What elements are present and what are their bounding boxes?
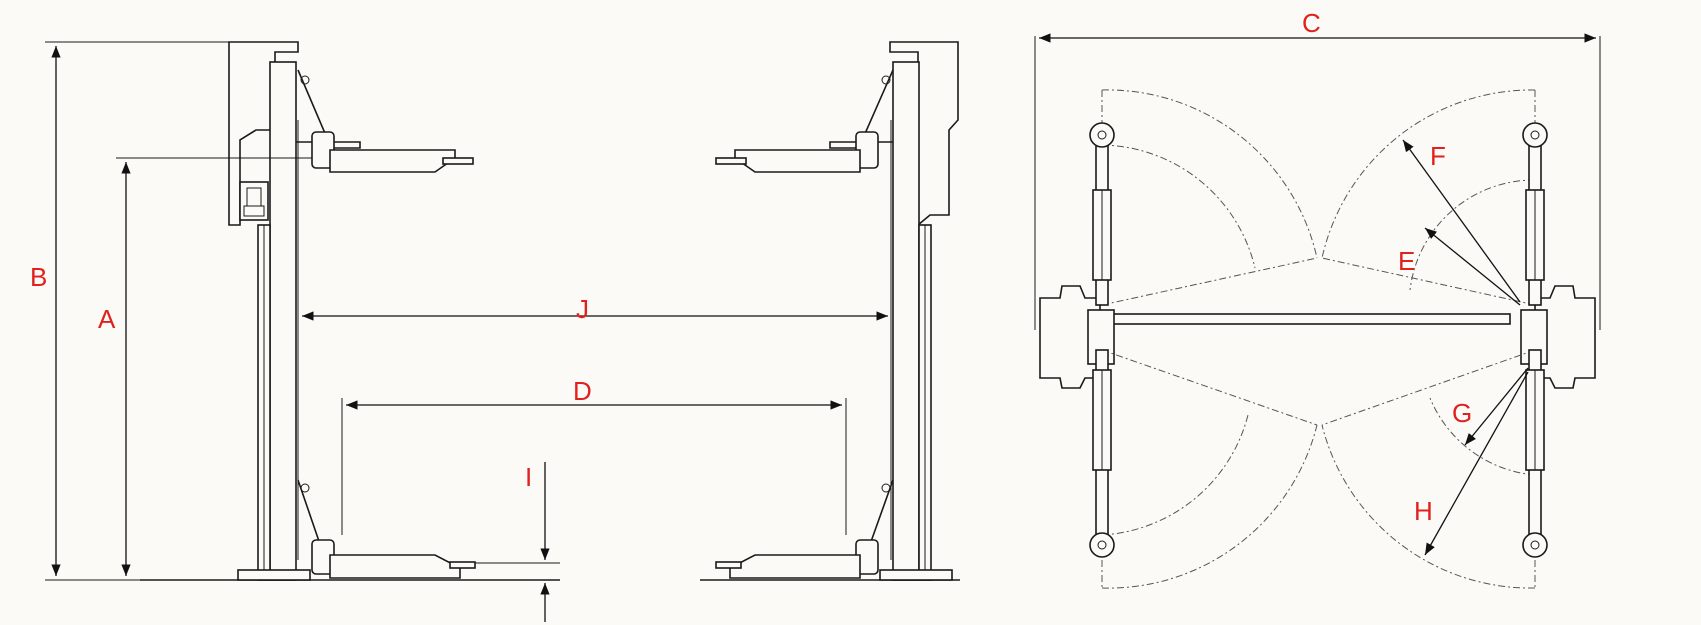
right-column bbox=[879, 41, 959, 581]
left-column bbox=[228, 41, 311, 581]
arm-swing-arcs bbox=[1101, 89, 1536, 589]
label-e: E bbox=[1398, 246, 1415, 276]
dimension-h-line bbox=[1424, 371, 1529, 556]
raised-lift-arm-right bbox=[715, 69, 894, 173]
label-b: B bbox=[30, 262, 47, 292]
label-f: F bbox=[1430, 141, 1446, 171]
plan-arm-left-lower bbox=[1089, 349, 1115, 558]
label-d: D bbox=[573, 376, 592, 406]
lowered-lift-arm-left bbox=[297, 479, 476, 579]
dimension-g-line bbox=[1464, 367, 1529, 446]
label-h: H bbox=[1414, 496, 1433, 526]
plan-arm-left-upper bbox=[1089, 122, 1115, 306]
label-i: I bbox=[525, 462, 532, 492]
plan-arm-right-lower bbox=[1522, 349, 1548, 558]
label-g: G bbox=[1452, 398, 1472, 428]
dimension-f-line bbox=[1402, 139, 1521, 303]
plan-arm-right-upper bbox=[1522, 122, 1548, 306]
raised-lift-arm-left bbox=[296, 69, 474, 173]
power-unit bbox=[239, 181, 269, 221]
label-j: J bbox=[576, 294, 589, 324]
side-elevation-view: B A J D I bbox=[30, 41, 960, 622]
dimension-e-line bbox=[1424, 227, 1521, 306]
top-plan-view: C bbox=[1034, 8, 1601, 589]
label-c: C bbox=[1302, 8, 1321, 38]
label-a: A bbox=[98, 304, 116, 334]
crossbar bbox=[1094, 313, 1511, 325]
lowered-lift-arm-right bbox=[715, 479, 894, 579]
